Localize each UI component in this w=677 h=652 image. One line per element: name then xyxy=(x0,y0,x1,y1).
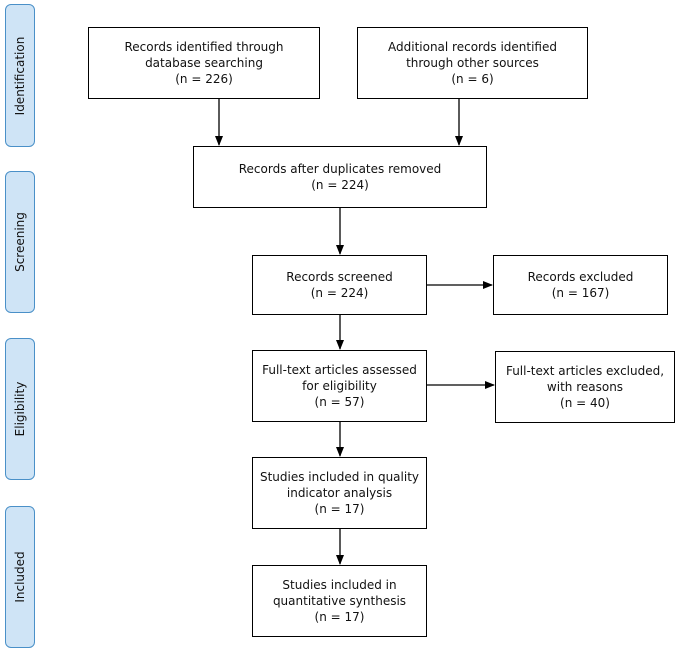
box-duplicates-line1: Records after duplicates removed xyxy=(238,162,442,176)
box-fulltext-excluded-line1: Full-text articles excluded, xyxy=(505,364,665,378)
box-quantitative-synthesis: Studies included in quantitative synthes… xyxy=(252,565,427,637)
box-fulltext-excluded-line2: with reasons xyxy=(546,380,624,394)
box-excluded-line1: Records excluded xyxy=(527,270,634,284)
box-quality-line1: Studies included in quality xyxy=(259,470,420,484)
phase-included: Included xyxy=(5,506,35,648)
box-fulltext-excluded: Full-text articles excluded, with reason… xyxy=(495,351,675,423)
box-excluded-count: (n = 167) xyxy=(551,286,610,300)
box-records-excluded: Records excluded (n = 167) xyxy=(493,255,668,315)
phase-identification: Identification xyxy=(5,4,35,147)
box-screened-count: (n = 224) xyxy=(310,286,369,300)
box-quality-analysis: Studies included in quality indicator an… xyxy=(252,457,427,529)
box-quality-line2: indicator analysis xyxy=(286,486,393,500)
box-duplicates-removed: Records after duplicates removed (n = 22… xyxy=(193,146,487,208)
box-fulltext-line2: for eligibility xyxy=(302,379,377,393)
phase-screening: Screening xyxy=(5,171,35,313)
box-fulltext-assessed: Full-text articles assessed for eligibil… xyxy=(252,350,427,422)
box-records-screened: Records screened (n = 224) xyxy=(252,255,427,315)
box-database-line2: database searching xyxy=(145,56,263,70)
box-database-count: (n = 226) xyxy=(175,72,233,86)
box-duplicates-count: (n = 224) xyxy=(311,178,369,192)
box-database-line1: Records identified through xyxy=(124,40,284,54)
box-fulltext-excluded-count: (n = 40) xyxy=(560,396,610,410)
box-quantitative-line1: Studies included in xyxy=(282,578,397,592)
box-additional-line2: through other sources xyxy=(406,56,539,70)
box-screened-line1: Records screened xyxy=(286,270,393,284)
box-additional-records: Additional records identified through ot… xyxy=(357,27,588,99)
phase-eligibility: Eligibility xyxy=(5,338,35,480)
box-database-records: Records identified through database sear… xyxy=(88,27,320,99)
box-additional-line1: Additional records identified xyxy=(388,40,557,54)
box-quality-count: (n = 17) xyxy=(314,502,365,516)
box-fulltext-count: (n = 57) xyxy=(314,395,365,409)
box-quantitative-count: (n = 17) xyxy=(314,610,365,624)
box-additional-count: (n = 6) xyxy=(451,72,494,86)
box-fulltext-line1: Full-text articles assessed xyxy=(262,363,417,377)
box-quantitative-line2: quantitative synthesis xyxy=(272,594,407,608)
